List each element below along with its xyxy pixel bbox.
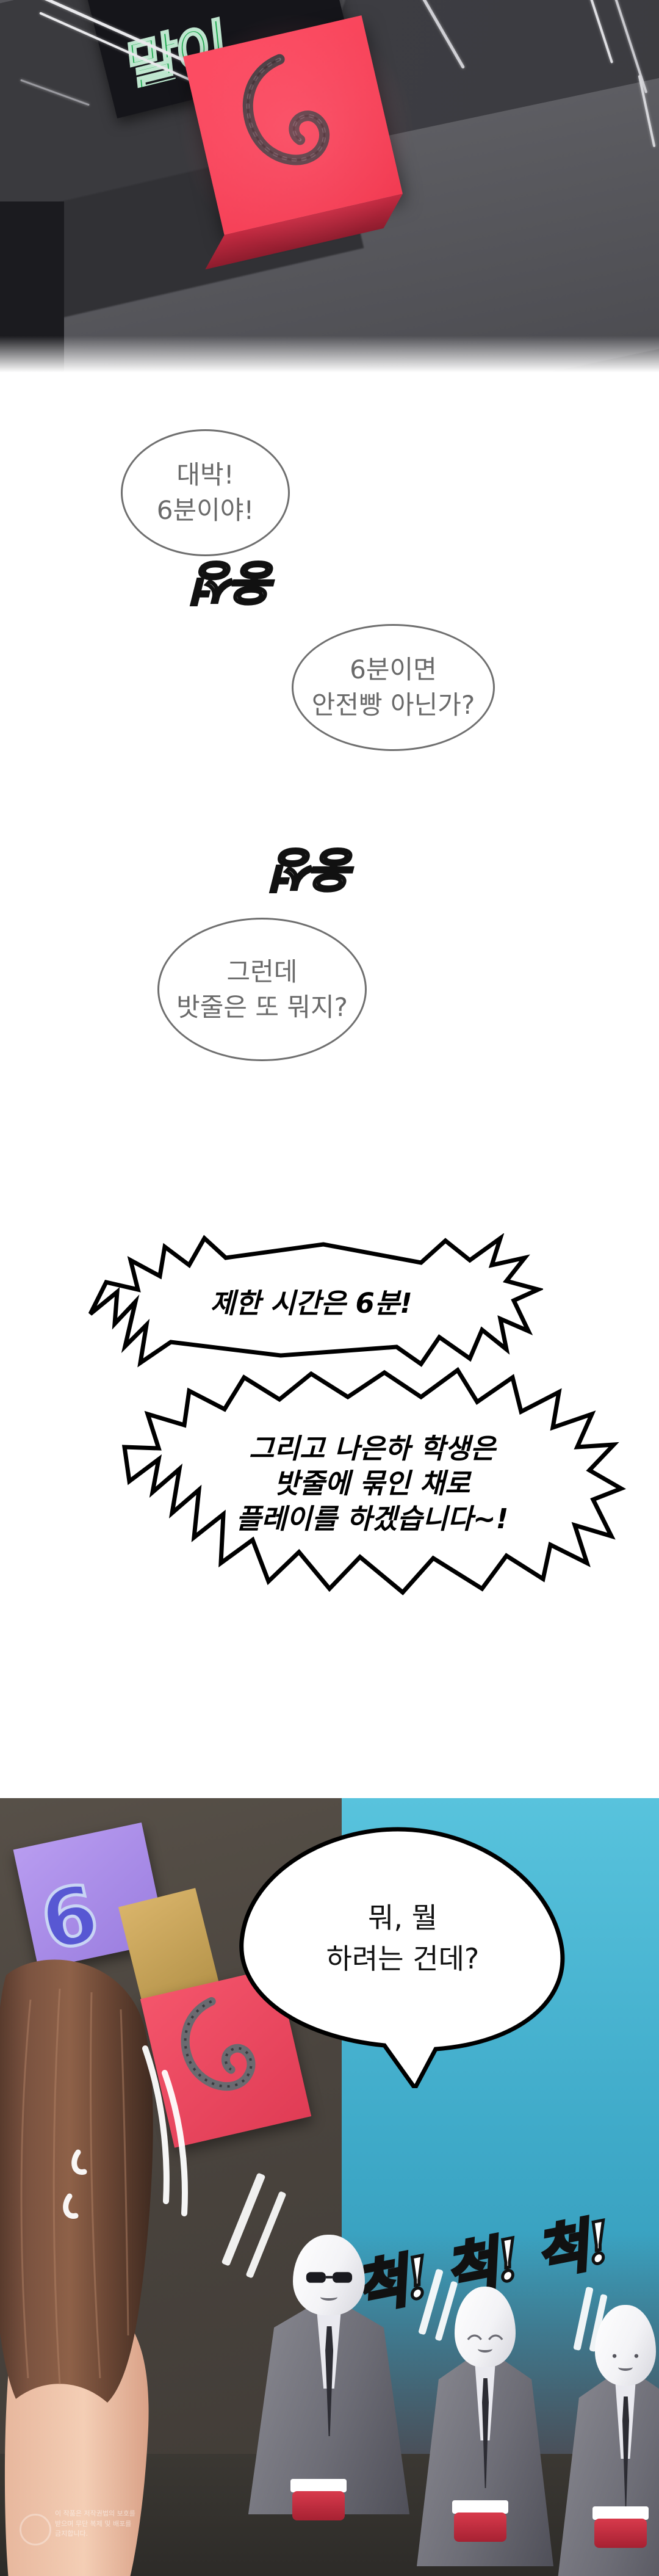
speech-text: 뭐, 뭘 하려는 건데? [326, 1901, 480, 1975]
shout-text: 그리고 나은하 학생은 밧줄에 묶인 채로 플레이를 하겠습니다~! [236, 1432, 509, 1535]
blank-mask-face [455, 2287, 516, 2367]
shirt-cuff [290, 2479, 347, 2492]
speech-text: 6분이면 안전빵 아닌가? [311, 655, 475, 720]
speech-text: 대박! 6분이야! [156, 460, 254, 525]
watermark-line-3: 금지합니다. [55, 2530, 88, 2538]
shout-bubble-time-limit: 제한 시간은 6분! [79, 1233, 543, 1374]
dot-eyes-icon [606, 2349, 645, 2362]
mask-mouth [618, 2364, 633, 2371]
watermark-logo-icon [20, 2514, 51, 2545]
red-rope-card [140, 1967, 312, 2148]
rope-coil-icon [221, 40, 366, 214]
shout-text: 제한 시간은 6분! [210, 1287, 412, 1320]
masked-man-1 [248, 2235, 410, 2576]
sfx-murmur-2: 웅성 [276, 841, 359, 898]
shout-bubble-announcement: 그리고 나은하 학생은 밧줄에 묶인 채로 플레이를 하겠습니다~! [116, 1362, 628, 1606]
panel-bottom-fade [0, 336, 659, 379]
speech-bubble-question: 뭐, 뭘 하려는 건데? [232, 1826, 574, 2088]
smiling-eyes-icon [466, 2331, 505, 2344]
shirt-cuff [452, 2500, 508, 2514]
speech-bubble-murmur-3: 그런데 밧줄은 또 뭐지? [157, 918, 367, 1061]
copyright-watermark: 이 작품은 저작권법의 보호를 받으며 무단 복제 및 배포를 금지합니다. [20, 2509, 183, 2565]
watermark-line-1: 이 작품은 저작권법의 보호를 [55, 2509, 135, 2517]
mask-mouth [320, 2293, 338, 2301]
rope-coil-icon [164, 1986, 281, 2128]
card-number: 6 [31, 1865, 107, 1970]
red-glove [292, 2491, 345, 2520]
red-glove [454, 2513, 506, 2542]
blank-mask-face [293, 2235, 365, 2315]
blank-mask-face [595, 2305, 656, 2386]
panel-red-box: 말이 [0, 0, 659, 379]
necktie [482, 2378, 489, 2488]
girl-back-view [0, 1957, 207, 2576]
shirt-cuff [592, 2506, 649, 2520]
speech-text: 그런데 밧줄은 또 뭐지? [176, 956, 348, 1022]
red-gift-box [183, 15, 403, 270]
mask-mouth [478, 2345, 492, 2353]
masked-man-3 [557, 2305, 659, 2576]
sunglasses-icon [303, 2270, 355, 2285]
necktie [622, 2396, 629, 2506]
speech-bubble-murmur-1: 대박! 6분이야! [121, 429, 290, 556]
sfx-murmur-1: 웅성 [197, 554, 280, 611]
masked-man-2 [417, 2287, 553, 2576]
speech-bubble-murmur-2: 6분이면 안전빵 아닌가? [292, 624, 495, 751]
red-glove [594, 2519, 647, 2548]
watermark-line-2: 받으며 무단 복제 및 배포를 [55, 2519, 132, 2528]
